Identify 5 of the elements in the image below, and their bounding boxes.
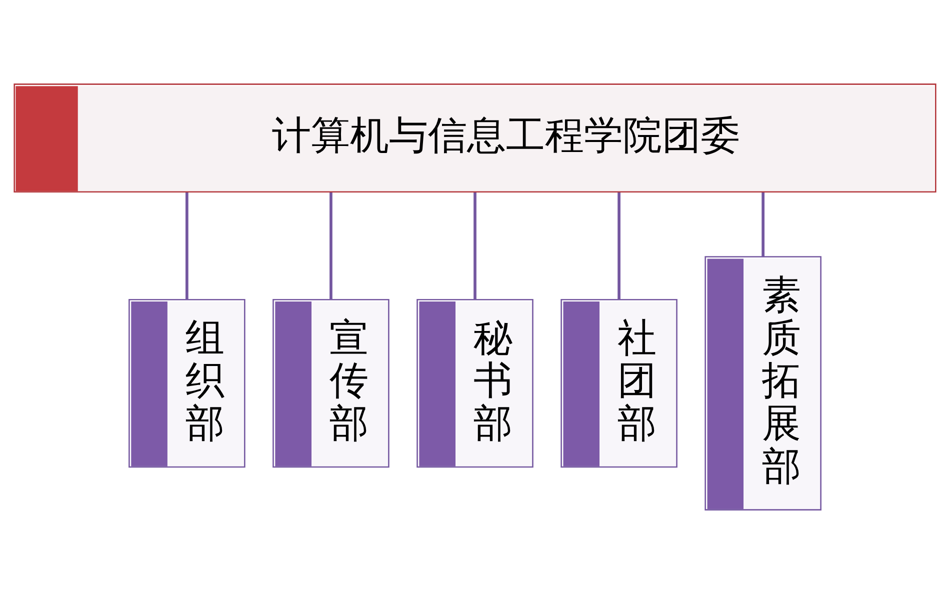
connector [473, 192, 476, 299]
connector [185, 192, 188, 299]
connector [617, 192, 620, 299]
connector [761, 192, 764, 256]
connector [329, 192, 332, 299]
